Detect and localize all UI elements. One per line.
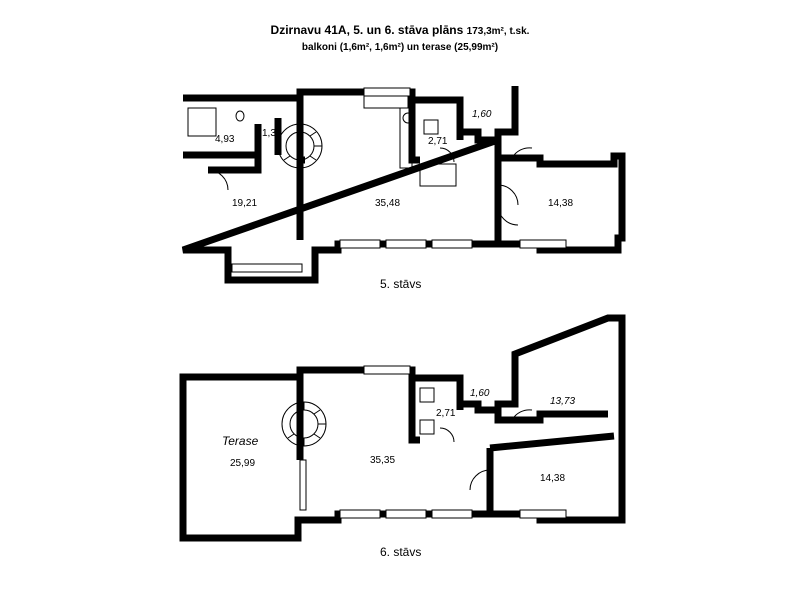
floor5-window-1	[339, 239, 381, 249]
floor5-door-room	[497, 184, 519, 206]
floor5-window-3	[431, 239, 473, 249]
floor6-room-wc: 2,71	[436, 408, 456, 419]
floor5-plan: 4,93 1,31 19,21 35,48 2,71 1,60 14,38 5.…	[181, 86, 626, 291]
floor5-window-5	[231, 263, 303, 273]
floor6-spiral-core	[289, 409, 319, 439]
floor5-room-wc-small: 1,31	[262, 128, 282, 139]
floor6-window-top	[363, 365, 411, 375]
floor6-door-room-upper	[511, 409, 533, 421]
floor6-terrace-name: Terase	[222, 434, 259, 448]
plan-title: Dzirnavu 41A, 5. un 6. stāva plāns 173,3…	[0, 22, 800, 56]
floor6-door-wc	[439, 427, 455, 443]
floor6-sink	[419, 419, 435, 435]
floor5-room-right: 14,38	[548, 198, 573, 209]
floor6-label: 6. stāvs	[380, 545, 421, 559]
floor5-room-wc2: 2,71	[428, 136, 448, 147]
floor5-sink	[402, 112, 414, 124]
floor6-toilet	[419, 387, 435, 403]
floor6-room-terrace: 25,99	[230, 458, 255, 469]
floor5-window-top	[363, 87, 411, 97]
floor5-shower	[187, 107, 217, 137]
floor6-room-lower: 14,38	[540, 473, 565, 484]
floor5-counter	[363, 95, 409, 109]
floor6-plan: Terase 25,99 35,35 2,71 1,60 13,73 14,38…	[179, 314, 626, 559]
title-main: Dzirnavu 41A, 5. un 6. stāva plāns	[270, 23, 464, 37]
floor6-window-4	[519, 509, 567, 519]
floor5-outer-wall	[181, 86, 626, 284]
floor5-room-bedroom: 19,21	[232, 198, 257, 209]
floor6-room-upper: 13,73	[550, 396, 575, 407]
floor5-interior-walls	[183, 98, 502, 244]
floor5-door-balcony	[511, 147, 533, 159]
floor5-label: 5. stāvs	[380, 277, 421, 291]
floor5-window-4	[519, 239, 567, 249]
floor6-interior-walls	[296, 377, 615, 514]
floor6-window-2	[385, 509, 427, 519]
floor6-room-living: 35,35	[370, 455, 395, 466]
floor5-room-living: 35,48	[375, 198, 400, 209]
floor5-counter-side	[399, 107, 413, 169]
floor5-door-wc	[439, 147, 455, 163]
title-subtitle: balkoni (1,6m², 1,6m²) un terase (25,99m…	[301, 42, 499, 53]
floor5-window-2	[385, 239, 427, 249]
floor5-wardrobe	[419, 163, 457, 187]
floor6-door-room-lower	[469, 469, 491, 491]
floor6-stair-treads	[287, 402, 326, 446]
floor5-room-balcony: 1,60	[472, 109, 492, 120]
floor5-door-bedroom	[207, 169, 229, 191]
floor6-window-terrace	[299, 459, 307, 511]
title-area: 173,3m², t.sk.	[466, 26, 530, 37]
floor5-door-room2	[497, 204, 519, 226]
floor6-window-3	[431, 509, 473, 519]
floor5-toilet	[423, 119, 439, 135]
floor5-room-bath: 4,93	[215, 134, 235, 145]
floor6-window-1	[339, 509, 381, 519]
floor5-stair-treads	[283, 124, 322, 168]
floor6-room-balcony: 1,60	[470, 388, 490, 399]
floor6-outer-wall	[179, 314, 626, 542]
floor5-bath-sink	[235, 110, 245, 122]
